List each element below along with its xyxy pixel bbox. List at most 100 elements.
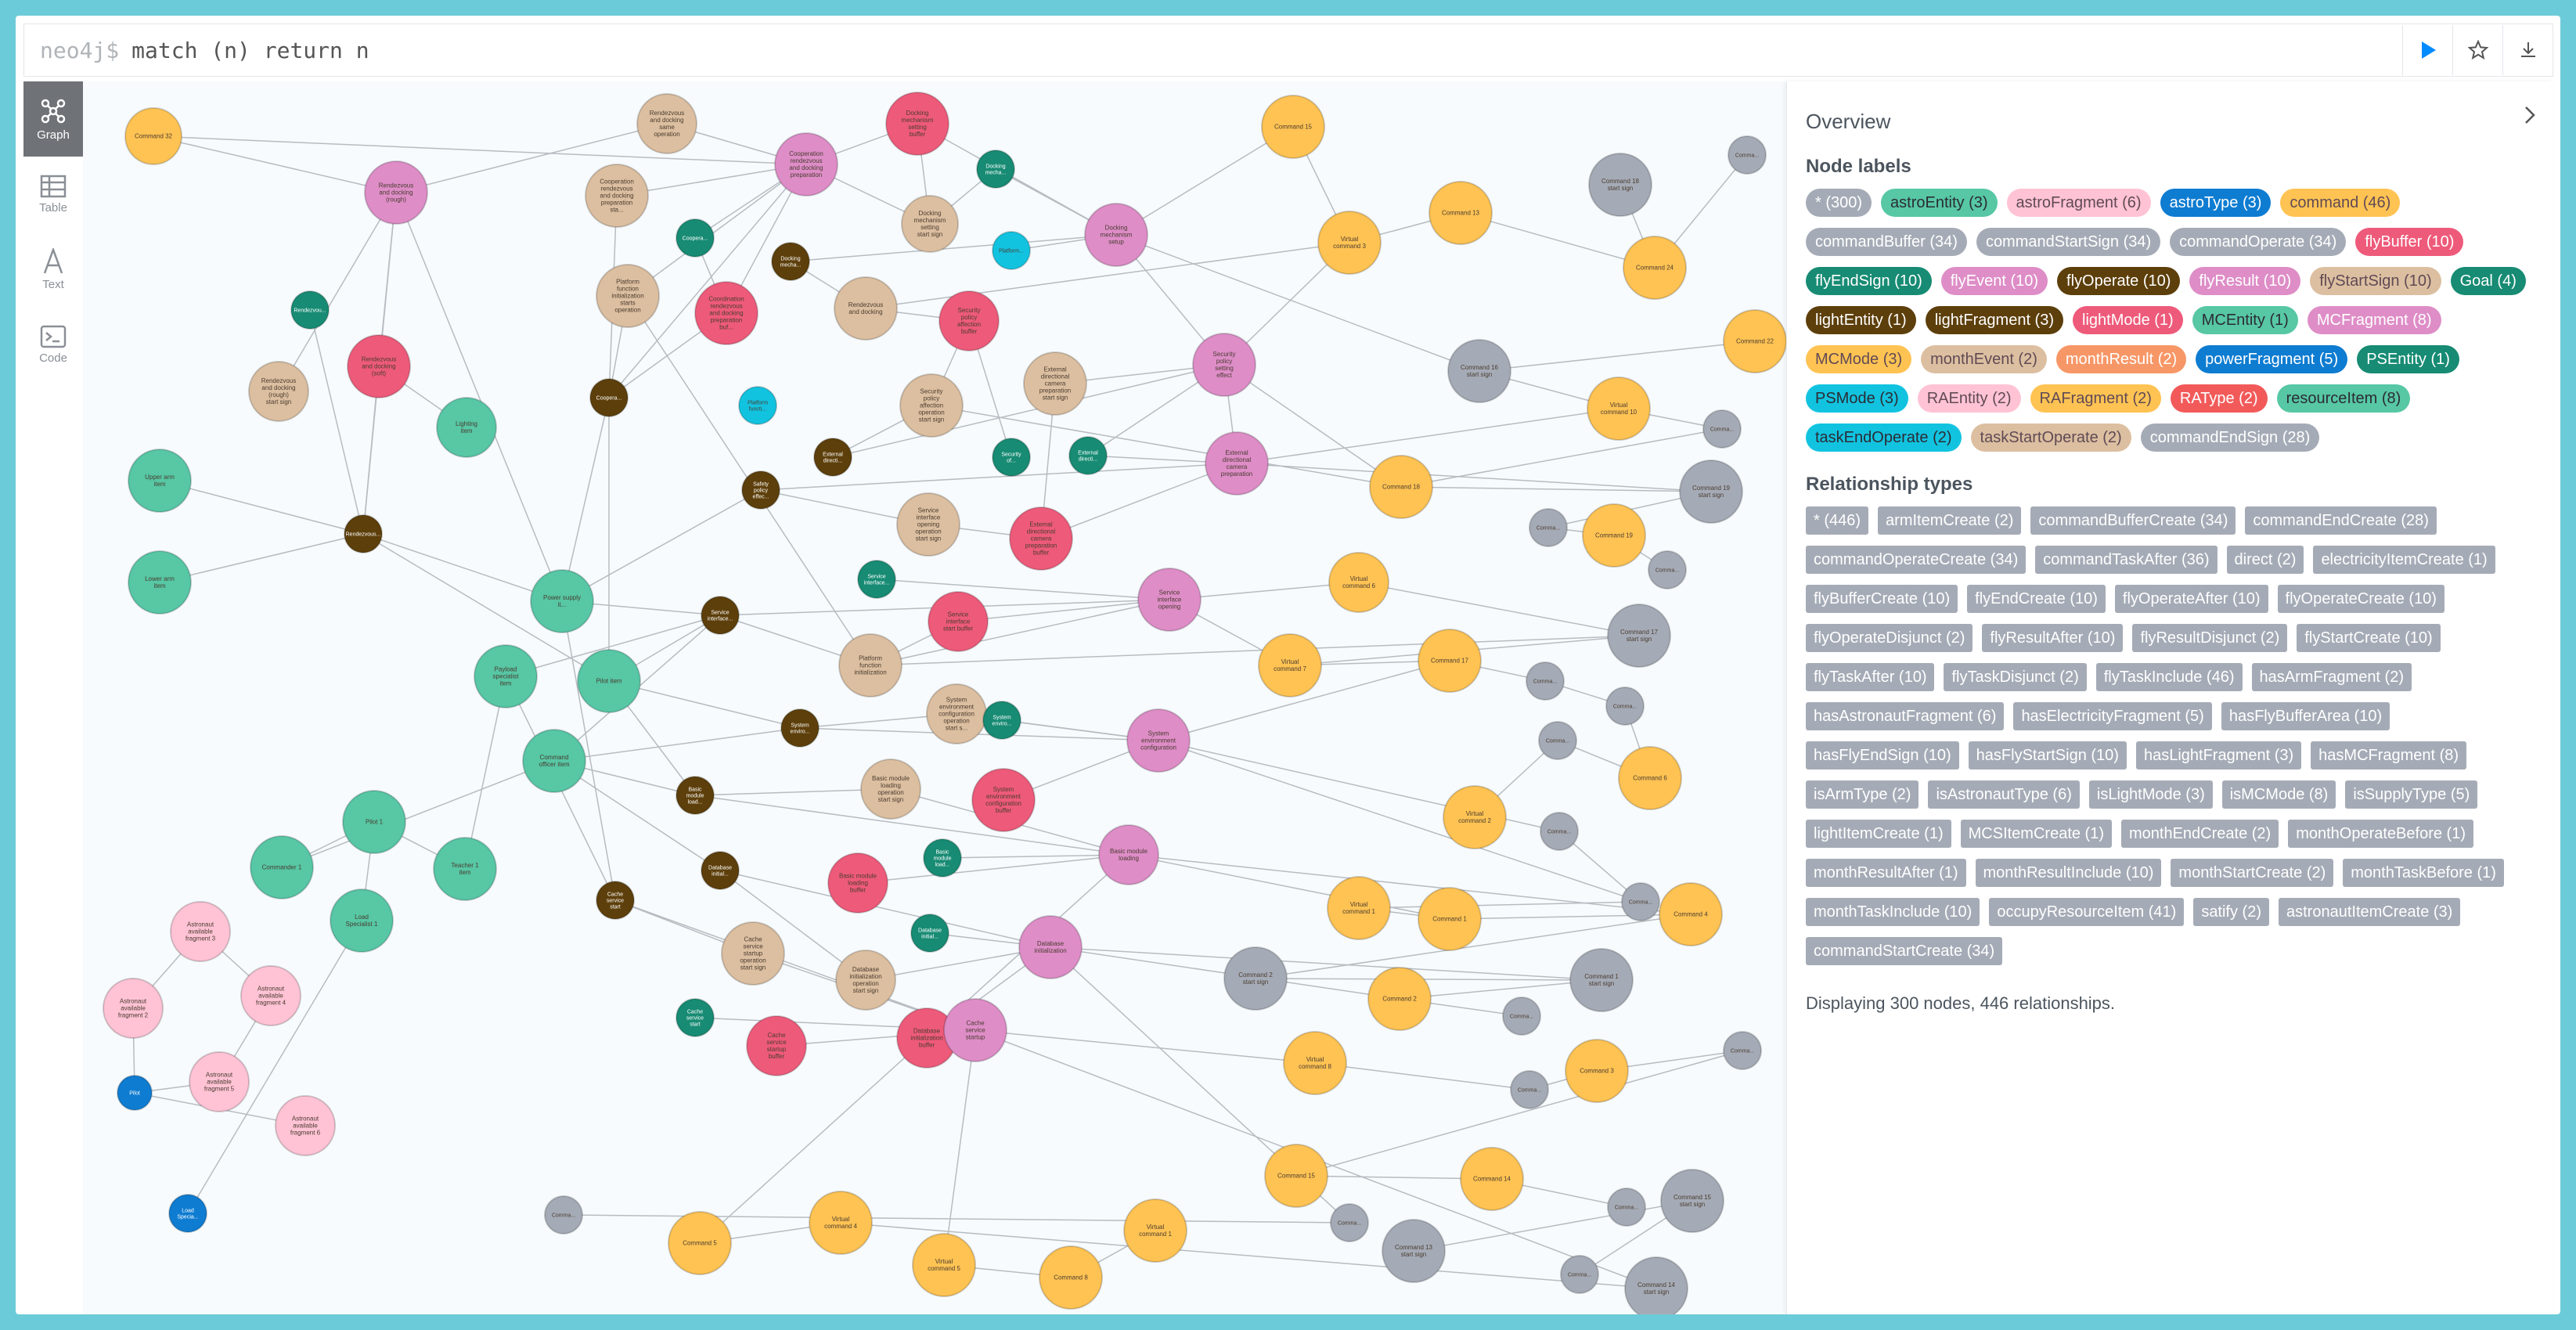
graph-node-circle[interactable] bbox=[1723, 1031, 1762, 1070]
node-label-pill[interactable]: * (300) bbox=[1806, 189, 1872, 217]
relationship-edge[interactable] bbox=[1040, 463, 1238, 539]
node-label-pill[interactable]: flyEvent (10) bbox=[1940, 267, 2048, 295]
relationship-edge[interactable] bbox=[694, 795, 1129, 856]
node-label-pill[interactable]: MCMode (3) bbox=[1806, 345, 1912, 373]
relationship-edge[interactable] bbox=[719, 870, 866, 981]
graph-node[interactable]: Comma... bbox=[1540, 812, 1579, 851]
relationship-edge[interactable] bbox=[505, 615, 721, 677]
relationship-edge[interactable] bbox=[1400, 486, 1712, 492]
graph-node-circle[interactable] bbox=[1588, 153, 1652, 217]
graph-node-circle[interactable] bbox=[364, 160, 428, 225]
node-label-pill[interactable]: taskEndOperate (2) bbox=[1806, 424, 1962, 452]
node-label-pill[interactable]: commandBuffer (34) bbox=[1806, 228, 1967, 256]
graph-node-circle[interactable] bbox=[189, 1051, 250, 1112]
graph-node-circle[interactable] bbox=[433, 837, 497, 901]
relationship-edge[interactable] bbox=[760, 463, 1238, 491]
relationship-type-pill[interactable]: hasAstronautFragment (6) bbox=[1806, 702, 2005, 730]
query-editor[interactable]: match (n) return n bbox=[132, 37, 369, 63]
relationship-type-pill[interactable]: hasArmFragment (2) bbox=[2251, 663, 2412, 691]
relationship-edge[interactable] bbox=[1128, 854, 1692, 915]
graph-node[interactable]: Command 19 bbox=[1582, 503, 1646, 568]
graph-node[interactable]: Comma... bbox=[1723, 1031, 1762, 1070]
graph-node-circle[interactable] bbox=[577, 649, 641, 713]
relationship-type-pill[interactable]: armItemCreate (2) bbox=[1878, 506, 2022, 535]
node-label-pill[interactable]: lightEntity (1) bbox=[1806, 306, 1916, 334]
relationship-edge[interactable] bbox=[1460, 212, 1655, 269]
relationship-type-pill[interactable]: isMCMode (8) bbox=[2221, 780, 2336, 809]
graph-node-circle[interactable] bbox=[676, 776, 715, 815]
relationship-type-pill[interactable]: flyResultDisjunct (2) bbox=[2132, 624, 2288, 652]
relationship-edge[interactable] bbox=[1255, 914, 1692, 979]
graph-node-circle[interactable] bbox=[1526, 661, 1565, 701]
relationship-type-pill[interactable]: hasMCFragment (8) bbox=[2311, 741, 2467, 770]
relationship-edge[interactable] bbox=[1255, 978, 1602, 981]
graph-node[interactable]: Command 15 bbox=[1264, 1144, 1328, 1208]
relationship-edge[interactable] bbox=[832, 364, 1225, 458]
graph-node-circle[interactable] bbox=[1418, 887, 1482, 951]
relationship-edge[interactable] bbox=[1115, 126, 1294, 236]
relationship-edge[interactable] bbox=[1128, 854, 1450, 920]
graph-node-circle[interactable] bbox=[530, 569, 594, 633]
relationship-edge[interactable] bbox=[957, 599, 1170, 622]
graph-node[interactable]: Command 18 bbox=[1369, 455, 1433, 519]
graph-node-circle[interactable] bbox=[103, 978, 164, 1039]
node-label-pill[interactable]: resourceItem (8) bbox=[2276, 384, 2411, 413]
relationship-edge[interactable] bbox=[1295, 1050, 1743, 1177]
graph-node[interactable]: Command 8 bbox=[1039, 1245, 1103, 1310]
relationship-type-pill[interactable]: hasElectricityFragment (5) bbox=[2013, 702, 2212, 730]
relationship-edge[interactable] bbox=[616, 164, 807, 196]
graph-node-circle[interactable] bbox=[676, 998, 715, 1037]
graph-node-circle[interactable] bbox=[1126, 708, 1191, 773]
graph-node-circle[interactable] bbox=[827, 852, 888, 914]
relationship-edge[interactable] bbox=[1400, 428, 1723, 488]
graph-node-circle[interactable] bbox=[1382, 1219, 1446, 1283]
graph-node[interactable]: Comma... bbox=[1702, 409, 1742, 449]
relationship-edge[interactable] bbox=[395, 192, 563, 602]
graph-node-circle[interactable] bbox=[1621, 882, 1660, 921]
relationship-edge[interactable] bbox=[1358, 901, 1641, 909]
graph-node-circle[interactable] bbox=[1560, 1255, 1599, 1294]
relationship-edge[interactable] bbox=[1169, 582, 1360, 600]
graph-node-circle[interactable] bbox=[771, 242, 810, 281]
relationship-type-pill[interactable]: flyOperateCreate (10) bbox=[2277, 585, 2444, 613]
relationship-edge[interactable] bbox=[281, 760, 555, 868]
relationship-edge[interactable] bbox=[1314, 1062, 1530, 1090]
graph-node[interactable]: Comma... bbox=[1728, 135, 1767, 175]
node-label-pill[interactable]: astroFragment (6) bbox=[2006, 189, 2151, 217]
relationship-type-pill[interactable]: commandBufferCreate (34) bbox=[2030, 506, 2236, 535]
relationship-edge[interactable] bbox=[1158, 660, 1450, 741]
graph-node-circle[interactable] bbox=[585, 164, 649, 228]
relationship-edge[interactable] bbox=[1413, 1200, 1693, 1252]
graph-node-circle[interactable] bbox=[1607, 1188, 1646, 1227]
graph-node-circle[interactable] bbox=[1582, 503, 1646, 568]
graph-node-circle[interactable] bbox=[923, 838, 962, 878]
relationship-type-pill[interactable]: isLightMode (3) bbox=[2088, 780, 2213, 809]
graph-node-circle[interactable] bbox=[1529, 508, 1568, 547]
relationship-edge[interactable] bbox=[278, 192, 397, 392]
node-label-pill[interactable]: flyBuffer (10) bbox=[2355, 228, 2464, 256]
graph-node-circle[interactable] bbox=[1540, 812, 1579, 851]
graph-node[interactable]: Command 2 bbox=[1367, 967, 1432, 1031]
